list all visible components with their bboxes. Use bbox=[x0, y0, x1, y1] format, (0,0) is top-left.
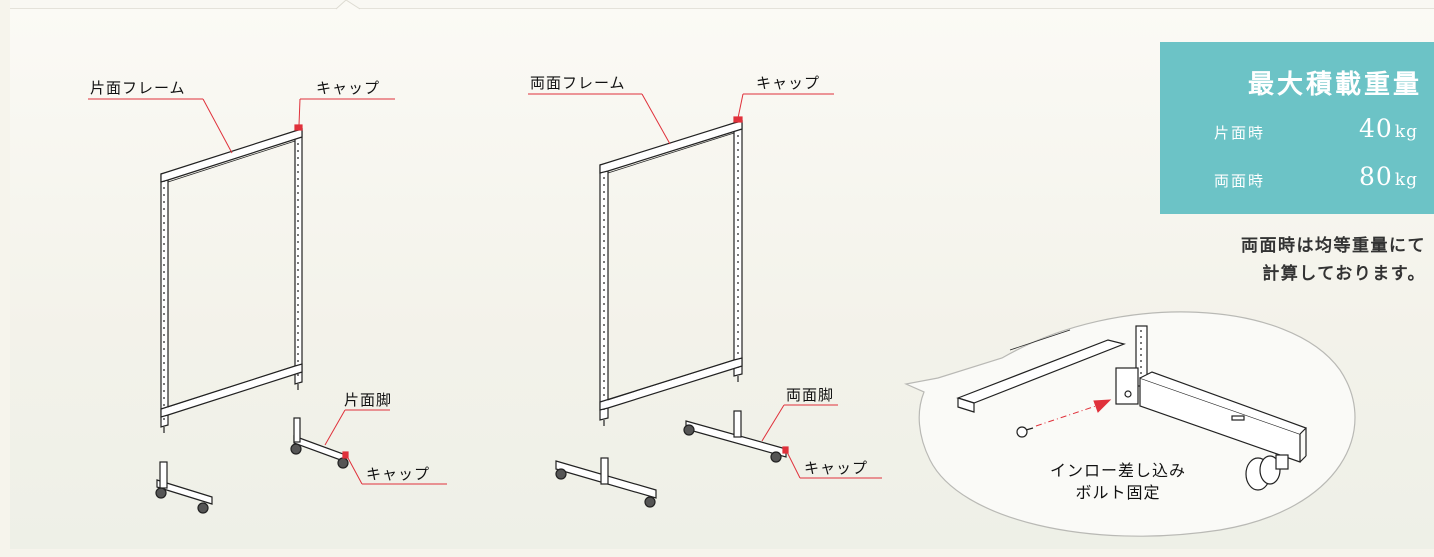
double-sided-load-unit: kg bbox=[1394, 170, 1418, 190]
double-sided-leg-alt bbox=[555, 457, 657, 508]
double-leg-cap-label: キャップ bbox=[804, 459, 869, 477]
single-sided-load-number: 40 bbox=[1359, 114, 1393, 143]
max-load-title: 最大積載重量 bbox=[1247, 70, 1422, 100]
double-frame-label: 両面フレーム bbox=[530, 74, 626, 92]
detail-bubble bbox=[903, 311, 1356, 537]
single-sided-load-unit: kg bbox=[1394, 122, 1418, 142]
double-sided-frame bbox=[599, 116, 743, 426]
double-sided-load-number: 80 bbox=[1359, 162, 1393, 191]
single-sided-leg-alt bbox=[155, 461, 213, 514]
leader-lines bbox=[88, 93, 882, 485]
single-frame-cap-label: キャップ bbox=[316, 79, 381, 97]
top-panel bbox=[10, 0, 1434, 9]
single-frame-label: 片面フレーム bbox=[90, 79, 186, 97]
load-note-line1: 両面時は均等重量にて bbox=[1241, 236, 1426, 256]
double-sided-leg bbox=[683, 410, 789, 463]
single-sided-load-label: 片面時 bbox=[1214, 124, 1266, 142]
single-leg-label: 片面脚 bbox=[344, 391, 393, 409]
pointer-notch bbox=[335, 0, 361, 10]
detail-caption-line2: ボルト固定 bbox=[1075, 483, 1161, 502]
detail-illustration bbox=[956, 325, 1308, 491]
detail-caption: インロー差し込み ボルト固定 bbox=[1028, 460, 1208, 504]
detail-caption-line1: インロー差し込み bbox=[1049, 461, 1186, 480]
single-leg-cap-label: キャップ bbox=[366, 465, 431, 483]
single-sided-leg bbox=[290, 417, 349, 469]
single-sided-frame bbox=[160, 124, 303, 433]
double-sided-load-label: 両面時 bbox=[1214, 172, 1266, 190]
load-note-line2: 計算しております。 bbox=[1262, 264, 1426, 284]
double-frame-cap-label: キャップ bbox=[756, 74, 821, 92]
double-leg-label: 両面脚 bbox=[786, 386, 835, 404]
detail-arrow bbox=[1035, 399, 1112, 427]
load-note: 両面時は均等重量にて 計算しております。 bbox=[1241, 232, 1426, 288]
